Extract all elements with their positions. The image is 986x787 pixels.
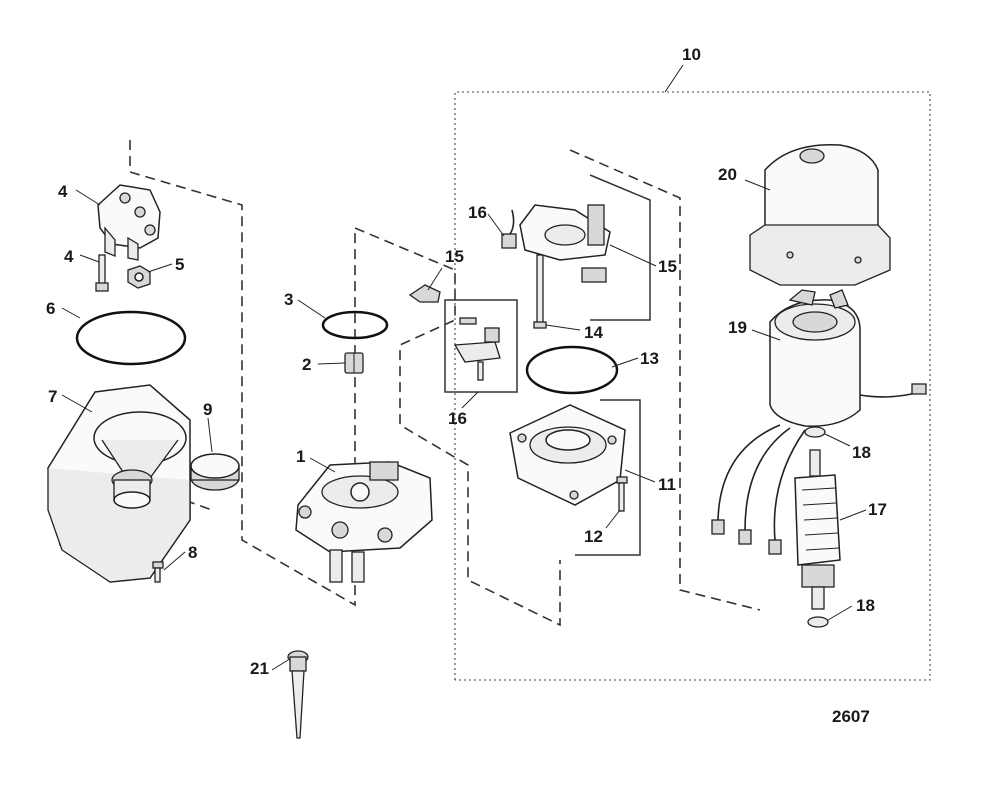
callout-16-connector: 16 bbox=[468, 203, 487, 222]
end-cap-screw-part bbox=[616, 476, 628, 512]
callout-7: 7 bbox=[48, 387, 57, 406]
pump-cover-part bbox=[97, 184, 161, 261]
callout-14: 14 bbox=[584, 323, 603, 342]
motor-assembly-outline bbox=[454, 64, 931, 681]
motor-o-ring-part bbox=[525, 345, 619, 395]
pump-body-part bbox=[295, 461, 433, 583]
callout-11: 11 bbox=[658, 475, 676, 494]
reservoir-screw-part bbox=[152, 561, 164, 583]
figure-number: 2607 bbox=[832, 707, 870, 726]
reservoir-part bbox=[47, 384, 191, 583]
assembly-brackets bbox=[444, 174, 651, 556]
motor-frame-part bbox=[711, 289, 927, 555]
o-ring-part bbox=[75, 310, 187, 366]
callout-4-cover: 4 bbox=[58, 182, 68, 201]
thrust-washer-lower-part bbox=[807, 616, 829, 628]
brush-clip-part bbox=[408, 284, 441, 303]
callout-5: 5 bbox=[175, 255, 184, 274]
callout-4-screw: 4 bbox=[64, 247, 74, 266]
callout-18-upper: 18 bbox=[852, 443, 871, 462]
callout-6: 6 bbox=[46, 299, 55, 318]
callout-8: 8 bbox=[188, 543, 197, 562]
small-o-ring-part bbox=[321, 310, 389, 340]
callout-2: 2 bbox=[302, 355, 311, 374]
brush-holder-part bbox=[519, 204, 611, 283]
callout-3: 3 bbox=[284, 290, 293, 309]
dipstick-plug-part bbox=[287, 650, 309, 739]
callout-15-holder: 15 bbox=[658, 257, 677, 276]
callout-17: 17 bbox=[868, 500, 887, 519]
callout-12: 12 bbox=[584, 527, 603, 546]
end-cap-part bbox=[509, 404, 626, 506]
callout-15-clip: 15 bbox=[445, 247, 464, 266]
screw-part bbox=[95, 254, 109, 292]
coupler-part bbox=[344, 352, 364, 374]
through-bolt-part bbox=[533, 254, 547, 329]
armature-part bbox=[794, 449, 841, 610]
nut-part bbox=[127, 265, 151, 289]
leader-lines bbox=[61, 179, 867, 671]
callout-labels: 10 4 4 5 6 7 9 8 3 2 1 21 16 15 15 14 13… bbox=[46, 45, 887, 678]
callout-10: 10 bbox=[682, 45, 701, 64]
fill-cap-part bbox=[190, 453, 240, 491]
callout-18-lower: 18 bbox=[856, 596, 875, 615]
thrust-washer-upper-part bbox=[804, 426, 826, 438]
callout-19: 19 bbox=[728, 318, 747, 337]
callout-21: 21 bbox=[250, 659, 269, 678]
motor-cover-part bbox=[749, 143, 891, 286]
callout-13: 13 bbox=[640, 349, 659, 368]
wire-connector-part bbox=[501, 209, 517, 249]
callout-9: 9 bbox=[203, 400, 212, 419]
callout-1: 1 bbox=[296, 447, 305, 466]
brush-assembly-part bbox=[453, 317, 501, 381]
callout-16-brush: 16 bbox=[448, 409, 467, 428]
callout-20: 20 bbox=[718, 165, 737, 184]
